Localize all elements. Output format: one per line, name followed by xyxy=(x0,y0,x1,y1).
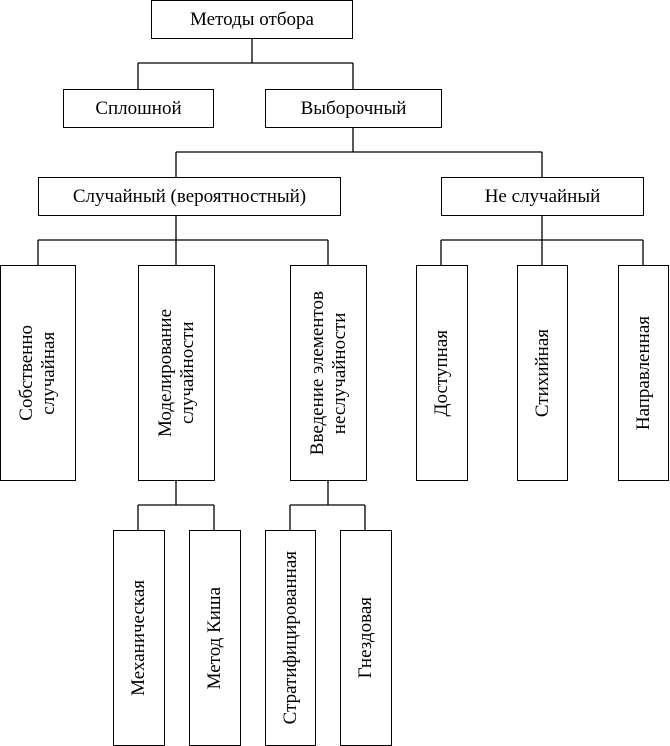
node-sample: Выборочный xyxy=(265,89,442,128)
node-cluster: Гнездовая xyxy=(340,530,392,746)
node-spontaneous-label: Стихийная xyxy=(531,328,553,418)
node-stratified: Стратифицированная xyxy=(265,530,316,746)
node-cluster-label: Гнездовая xyxy=(355,597,377,679)
node-continuous: Сплошной xyxy=(63,89,214,128)
node-nonrandomness: Введение элементов неслучайности xyxy=(290,265,367,481)
node-random: Случайный (вероятностный) xyxy=(38,177,341,216)
node-sample-label: Выборочный xyxy=(300,97,407,119)
node-nonrandom: Не случайный xyxy=(441,177,644,216)
connector-sample xyxy=(175,127,543,177)
node-random-label: Случайный (вероятностный) xyxy=(72,185,307,207)
connector-random xyxy=(37,215,329,265)
node-directed-label: Направленная xyxy=(632,315,654,431)
node-nonrandom-label: Не случайный xyxy=(484,185,601,207)
node-kish-method-label: Метод Киша xyxy=(204,586,226,690)
node-kish-method: Метод Киша xyxy=(189,530,241,746)
node-simple-random: Собственно случайная xyxy=(0,265,76,481)
node-spontaneous: Стихийная xyxy=(517,265,568,481)
node-directed: Направленная xyxy=(618,265,669,481)
connector-root xyxy=(137,38,354,89)
node-simple-random-text: Собственно случайная xyxy=(16,325,59,421)
connector-nonrandomness xyxy=(289,480,366,530)
node-mechanical-label: Механическая xyxy=(128,580,150,696)
node-continuous-label: Сплошной xyxy=(95,97,182,119)
connector-modeling xyxy=(137,480,215,530)
connector-nonrandom xyxy=(440,215,644,265)
node-modeling: Моделирование случайности xyxy=(138,265,215,481)
node-nonrandomness-text: Введение элементов неслучайности xyxy=(306,290,350,456)
node-stratified-label: Стратифицированная xyxy=(279,551,301,725)
root-label: Методы отбора xyxy=(190,8,314,30)
node-modeling-text: Моделирование случайности xyxy=(154,308,198,438)
node-accessible: Доступная xyxy=(416,265,468,481)
node-mechanical: Механическая xyxy=(113,530,165,746)
node-accessible-label: Доступная xyxy=(431,329,453,417)
root-node: Методы отбора xyxy=(151,0,353,39)
